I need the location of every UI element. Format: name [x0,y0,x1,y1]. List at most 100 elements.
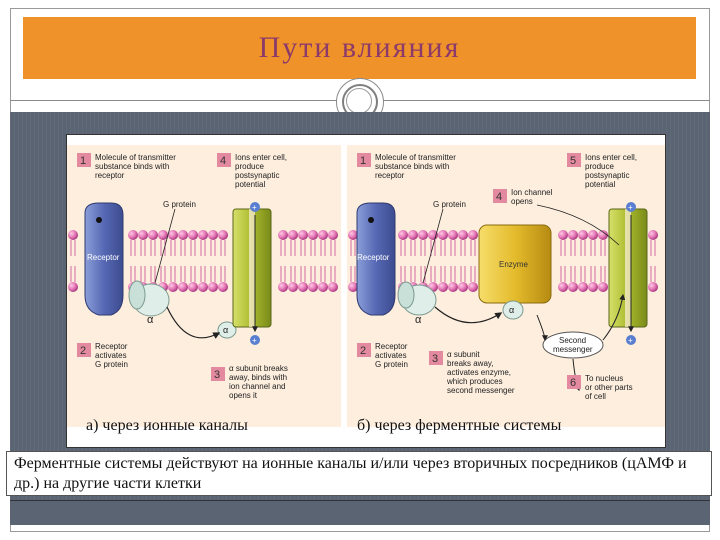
left-alpha-label: α [147,314,154,326]
lipid-head [558,230,568,240]
left-channel-pore [249,209,255,327]
lipid-head [578,282,588,292]
right-step-2-box [357,343,371,357]
left-receptor-label: Receptor [87,253,120,262]
right-step-6-box [567,375,581,389]
right-step-6-text: To nucleus or other parts of cell [585,374,635,401]
left-membrane [68,230,338,292]
right-receptor-shape [356,202,396,316]
lipid-head [148,230,158,240]
lipid-head [168,230,178,240]
lipid-head [408,230,418,240]
right-step-1-num: 1 [360,155,366,167]
right-step-4-pointer [536,204,620,246]
right-step-1: 1 Molecule of transmitter substance bind… [357,153,458,180]
left-step-3-text: α subunit breaks away, binds with ion ch… [229,364,290,400]
medallion-inner-ring [346,88,372,114]
lipid-head [278,230,288,240]
right-step-3: 3 α subunit breaks away, activates enzym… [429,350,515,395]
title-bar: Пути влияния [23,17,696,79]
lipid-head [198,230,208,240]
right-step-3-num: 3 [432,353,438,365]
lipid-head [288,282,298,292]
right-step-3-text: α subunit breaks away, activates enzyme,… [446,350,515,395]
right-step-6: 6 To nucleus or other parts of cell [567,374,635,401]
right-alpha-free-shape [502,300,524,320]
lipid-head [288,230,298,240]
lipid-head [398,230,408,240]
lipid-head [188,230,198,240]
right-alpha-free-label: α [509,305,514,315]
right-g-protein-subunit [397,281,415,309]
lipid-head [138,230,148,240]
left-step-1: 1 Molecule of transmitter substance bind… [77,153,176,180]
right-step-4: 4 Ion channel opens [493,188,555,206]
left-transmitter-molecule [96,217,102,223]
right-step-2-text: Receptor activates G protein [375,342,410,369]
left-ion-top [250,202,260,212]
right-step-4-box [493,189,507,203]
lipid-head [468,230,478,240]
left-step-3-num: 3 [214,369,220,381]
lipid-head [318,282,328,292]
right-transmitter-molecule [368,217,374,223]
lipid-head [438,230,448,240]
lipid-head [598,230,608,240]
lipid-head [308,282,318,292]
lipid-head [278,282,288,292]
lipid-head [438,282,448,292]
left-g-protein-pointer [154,208,176,284]
left-step-4-num: 4 [220,155,226,167]
lipid-head [68,230,78,240]
right-ion-top [626,202,636,212]
summary-text: Ферментные системы действуют на ионные к… [14,455,687,492]
right-step-5: 5 Ions enter cell, produce postsynaptic … [567,153,637,189]
right-receptor-label: Receptor [357,253,390,262]
right-step-3-box [429,351,443,365]
right-step-4-num: 4 [496,191,502,203]
lipid-head [318,230,328,240]
lipid-head [598,282,608,292]
lipid-head [418,230,428,240]
lipid-head [328,282,338,292]
left-g-protein-subunit [128,280,146,310]
lipid-head [458,230,468,240]
left-step-2: 2 Receptor activates G protein [77,342,130,369]
left-step-4-box [217,153,231,167]
lipid-head [348,282,358,292]
lipid-head [568,230,578,240]
summary-box [6,451,712,496]
lipid-head [588,230,598,240]
right-channel-pore [625,209,631,327]
right-step-2: 2 Receptor activates G protein [357,342,410,369]
left-alpha-arrow [166,306,221,339]
diagram-svg: Receptor α α + + 1 Molecule of transmitt… [67,145,665,427]
lipid-head [648,230,658,240]
messenger-to-channel-arrow [602,293,626,341]
second-messenger-label: Second messenger [553,336,593,354]
right-alpha-label: α [415,314,422,326]
second-messenger-shape [542,331,604,359]
lipid-head [588,282,598,292]
left-ion-top-plus: + [252,203,257,212]
left-step-2-text: Receptor activates G protein [95,342,130,369]
lipid-head [428,230,438,240]
lipid-head [298,230,308,240]
slide-title: Пути влияния [258,31,461,64]
right-g-protein-pointer [422,208,444,284]
left-step-1-num: 1 [80,155,86,167]
left-step-2-num: 2 [80,345,86,357]
caption-ion-channels: а) через ионные каналы [86,417,248,434]
lipid-head [218,282,228,292]
left-step-1-box [77,153,91,167]
left-alpha-free-label: α [223,325,228,335]
lipid-head [568,282,578,292]
lipid-head [218,230,228,240]
lipid-head [448,230,458,240]
lipid-head [178,282,188,292]
right-alpha-arrow [434,306,503,324]
right-step-4-text: Ion channel opens [511,188,555,206]
lipid-head [468,282,478,292]
right-step-1-text: Molecule of transmitter substance binds … [375,153,458,180]
lipid-head [348,230,358,240]
